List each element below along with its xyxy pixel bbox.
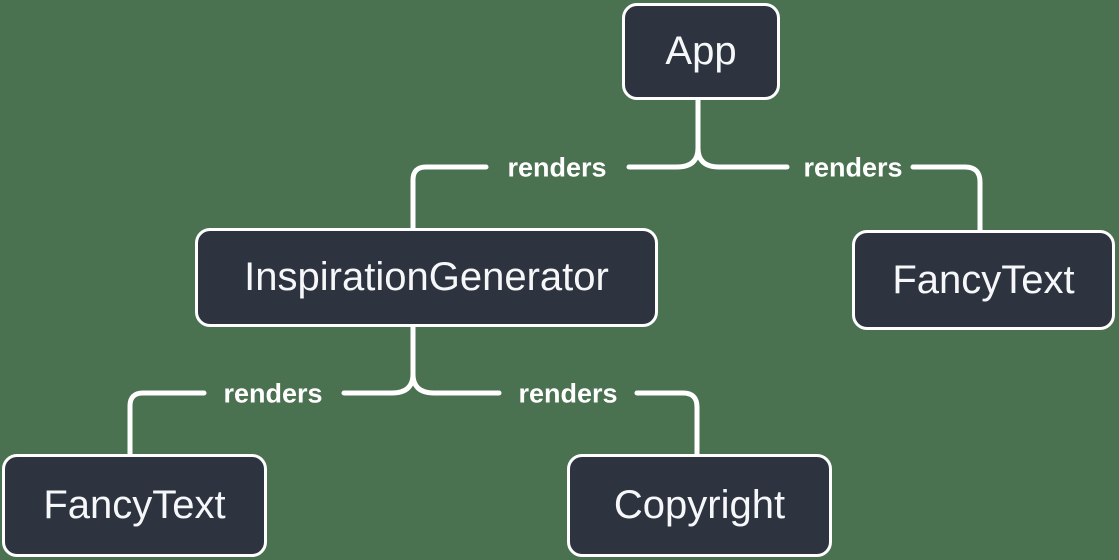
- edge-inspiration-fork-right: [410, 371, 502, 396]
- node-fancy-text-bottom: FancyText: [2, 454, 267, 557]
- edge-label-inspiration-renders-fancy-text: renders: [223, 378, 323, 409]
- edge-label-app-renders-fancy-text: renders: [803, 152, 903, 183]
- node-inspiration-generator: InspirationGenerator: [195, 228, 658, 327]
- edge-label-app-renders-inspiration: renders: [507, 152, 607, 183]
- edge-app-fork-left: [626, 97, 701, 170]
- edge-app-fork-right: [695, 145, 790, 170]
- edge-to-fancy-text-bottom: [127, 390, 207, 457]
- node-app: App: [622, 3, 780, 100]
- edge-label-inspiration-renders-copyright: renders: [518, 378, 618, 409]
- edge-to-inspiration-generator: [410, 164, 489, 231]
- edge-inspiration-fork-left: [341, 324, 416, 396]
- edge-to-copyright: [634, 390, 700, 457]
- edge-to-fancy-text-top: [910, 164, 983, 233]
- node-copyright: Copyright: [567, 454, 832, 557]
- node-fancy-text-top: FancyText: [852, 230, 1115, 330]
